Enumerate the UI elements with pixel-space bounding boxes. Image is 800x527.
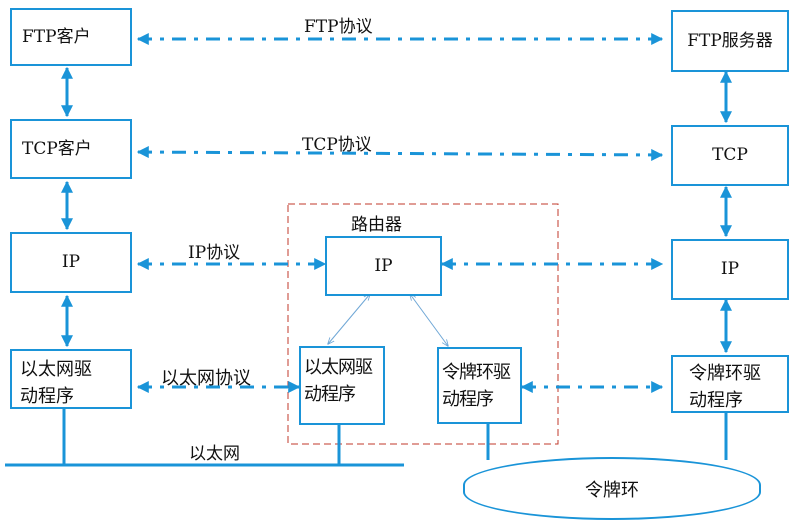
router-label: 路由器 xyxy=(351,215,402,235)
ftp-protocol-label: FTP协议 xyxy=(304,17,373,37)
tcp-protocol-label: TCP协议 xyxy=(302,135,372,155)
ethernet-label: 以太网 xyxy=(189,444,240,464)
router-eth-driver-label: 以太网驱 动程序 xyxy=(304,357,373,405)
token-driver-right-label: 令牌环驱 动程序 xyxy=(689,363,761,411)
router-eth-driver-box: 以太网驱 动程序 xyxy=(299,346,385,425)
tcp-protocol-arrow xyxy=(136,146,664,161)
token-driver-right-box: 令牌环驱 动程序 xyxy=(671,355,789,413)
router-token-driver-box: 令牌环驱 动程序 xyxy=(437,347,522,424)
ftp-server-box: FTP服务器 xyxy=(671,10,789,72)
ftp-server-label: FTP服务器 xyxy=(687,30,773,51)
eth-driver-left-label: 以太网驱 动程序 xyxy=(20,359,92,407)
ip-protocol-label: IP协议 xyxy=(188,243,241,263)
token-ring: 令牌环 xyxy=(463,457,761,520)
token-ring-label: 令牌环 xyxy=(585,479,639,501)
ftp-client-label: FTP客户 xyxy=(22,26,91,47)
router-ip-label: IP xyxy=(374,255,393,276)
router-link-eth xyxy=(328,294,370,344)
tcp-client-box: TCP客户 xyxy=(10,119,132,179)
tcp-right-label: TCP xyxy=(712,145,748,165)
ip-left-label: IP xyxy=(61,252,81,272)
router-token-driver-label: 令牌环驱 动程序 xyxy=(442,362,511,410)
ip-left-box: IP xyxy=(10,232,132,293)
tcp-client-label: TCP客户 xyxy=(22,138,92,159)
eth-protocol-label: 以太网协议 xyxy=(161,368,251,389)
tcp-right-box: TCP xyxy=(671,125,789,186)
router-ip-box: IP xyxy=(325,236,442,296)
router-enclosure xyxy=(287,203,559,445)
eth-driver-left-box: 以太网驱 动程序 xyxy=(10,349,132,409)
router-link-token xyxy=(410,294,448,346)
ip-right-box: IP xyxy=(671,239,789,300)
ftp-client-box: FTP客户 xyxy=(10,8,132,66)
ip-right-label: IP xyxy=(720,259,740,279)
